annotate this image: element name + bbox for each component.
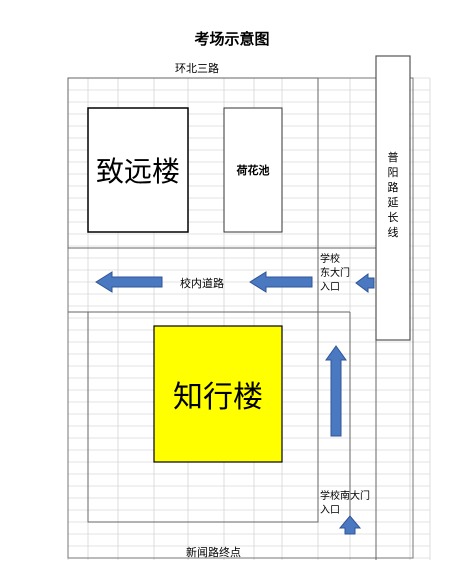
zhixing-building-shape (153, 325, 283, 463)
puyang-road (375, 55, 411, 341)
zhiyuan-building-label: 致远楼 (95, 155, 180, 188)
campus-road-label: 校内道路 (180, 277, 224, 290)
east-gate-line-1: 学校 (320, 254, 340, 265)
south-gate-label: 学校南大门 入口 (320, 490, 370, 518)
south-gate-line-1: 学校南大门 (320, 491, 370, 502)
east-gate-arrow (355, 273, 375, 293)
east-gate-label: 学校 东大门 入口 (320, 253, 350, 295)
south-road-label: 新闻路终点 (186, 546, 241, 559)
lotus-pond: 荷花池 (224, 108, 282, 232)
zhixing-building-label: 知行楼 (173, 380, 263, 415)
south-gate-arrow (338, 515, 362, 535)
left-arrow-near (249, 271, 313, 293)
lotus-pond-label: 荷花池 (236, 164, 270, 177)
zhixing-building: 知行楼 (154, 326, 282, 462)
zhiyuan-building-shape (87, 107, 189, 233)
left-arrow-far (95, 271, 163, 293)
diagram-title: 考场示意图 (194, 30, 270, 48)
lotus-pond-shape (223, 107, 283, 233)
east-road-label: 普阳路延长线 (387, 151, 399, 239)
north-road-label: 环北三路 (175, 62, 219, 75)
east-gate-line-3: 入口 (320, 282, 340, 293)
zhiyuan-building: 致远楼 (88, 108, 188, 232)
south-gate-line-2: 入口 (320, 505, 340, 516)
up-arrow-tall (325, 345, 347, 437)
east-gate-line-2: 东大门 (320, 268, 350, 279)
